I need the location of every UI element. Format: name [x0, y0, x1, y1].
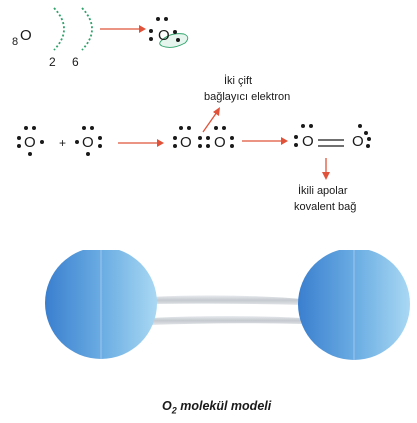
- electron-dot: [156, 17, 160, 21]
- electron-dot: [294, 135, 298, 139]
- electron-dot: [86, 152, 90, 156]
- lewis-oxygen-double-bond: O O: [292, 122, 382, 156]
- outer-shell-count: 6: [72, 55, 79, 69]
- annotation-double-bond-line1: İkili apolar: [298, 185, 348, 197]
- double-bond-lines: [318, 139, 344, 147]
- electron-dot: [17, 136, 21, 140]
- electron-dot: [17, 144, 21, 148]
- electron-dot: [32, 126, 36, 130]
- electron-dot: [173, 30, 177, 34]
- electron-dot: [173, 144, 177, 148]
- bohr-element-symbol: O: [20, 27, 32, 44]
- arrow-right-icon: [118, 139, 164, 147]
- lewis-oxygen-single: O: [146, 14, 190, 54]
- lewis-oxygen-symbol: O: [158, 27, 170, 44]
- electron-dot: [301, 124, 305, 128]
- arrow-right-icon: [100, 25, 146, 33]
- electron-dot: [230, 144, 234, 148]
- electron-dot: [294, 143, 298, 147]
- annotation-double-bond-line2: kovalent bağ: [294, 201, 357, 213]
- electron-dot: [149, 37, 153, 41]
- electron-dot: [28, 152, 32, 156]
- electron-dot: [90, 126, 94, 130]
- electron-dot: [149, 29, 153, 33]
- oxygen-atom-right: [298, 250, 410, 360]
- inner-shell-arc: [53, 7, 65, 51]
- caption-text: molekül modeli: [176, 399, 272, 413]
- annotation-bonding-electrons-line1: İki çift: [224, 75, 253, 87]
- arrow-up-right-icon: [202, 107, 220, 133]
- model-caption: O2 molekül modeli: [162, 400, 271, 416]
- shared-right-symbol: O: [214, 134, 226, 151]
- electron-dot: [198, 136, 202, 140]
- electron-dot: [40, 140, 44, 144]
- bond-upper: [150, 295, 302, 305]
- arrow-down-icon: [322, 158, 330, 180]
- o2-molecule-model: [45, 250, 410, 360]
- bond-lower: [150, 316, 302, 325]
- electron-dot: [179, 126, 183, 130]
- shared-left-symbol: O: [180, 134, 192, 151]
- plus-sign: +: [59, 136, 67, 150]
- annotation-bonding-electrons-line2: bağlayıcı elektron: [204, 91, 291, 103]
- lewis-oxygen-reactant-1: O: [14, 124, 50, 158]
- reactant-2-symbol: O: [82, 134, 94, 151]
- electron-dot: [367, 137, 371, 141]
- electron-shells: [53, 7, 93, 51]
- electron-dot: [98, 136, 102, 140]
- electron-dot: [75, 140, 79, 144]
- electron-dot: [364, 131, 368, 135]
- double-right-symbol: O: [352, 133, 364, 150]
- outer-shell-arc: [81, 7, 93, 51]
- electron-dot: [214, 126, 218, 130]
- electron-dot: [24, 126, 28, 130]
- electron-dot: [366, 144, 370, 148]
- lewis-oxygen-shared-pairs: O O: [170, 124, 236, 158]
- inner-shell-count: 2: [49, 55, 56, 69]
- electron-dot: [309, 124, 313, 128]
- electron-dot: [82, 126, 86, 130]
- electron-dot: [206, 144, 210, 148]
- electron-dot: [98, 144, 102, 148]
- electron-dot: [206, 136, 210, 140]
- electron-dot: [164, 17, 168, 21]
- electron-dot: [187, 126, 191, 130]
- electron-dot: [230, 136, 234, 140]
- electron-dot: [358, 124, 362, 128]
- oxygen-atom-left: [45, 250, 157, 359]
- electron-dot: [173, 136, 177, 140]
- electron-dot: [222, 126, 226, 130]
- lewis-oxygen-reactant-2: O: [72, 124, 108, 158]
- unpaired-electron-highlight: [159, 33, 189, 48]
- atomic-number: 8: [12, 36, 19, 48]
- caption-subscript: 2: [171, 405, 177, 416]
- electron-dot: [176, 38, 180, 42]
- electron-dot: [198, 144, 202, 148]
- double-left-symbol: O: [302, 133, 314, 150]
- arrow-right-icon: [242, 137, 288, 145]
- reactant-1-symbol: O: [24, 134, 36, 151]
- caption-symbol: O: [162, 399, 172, 413]
